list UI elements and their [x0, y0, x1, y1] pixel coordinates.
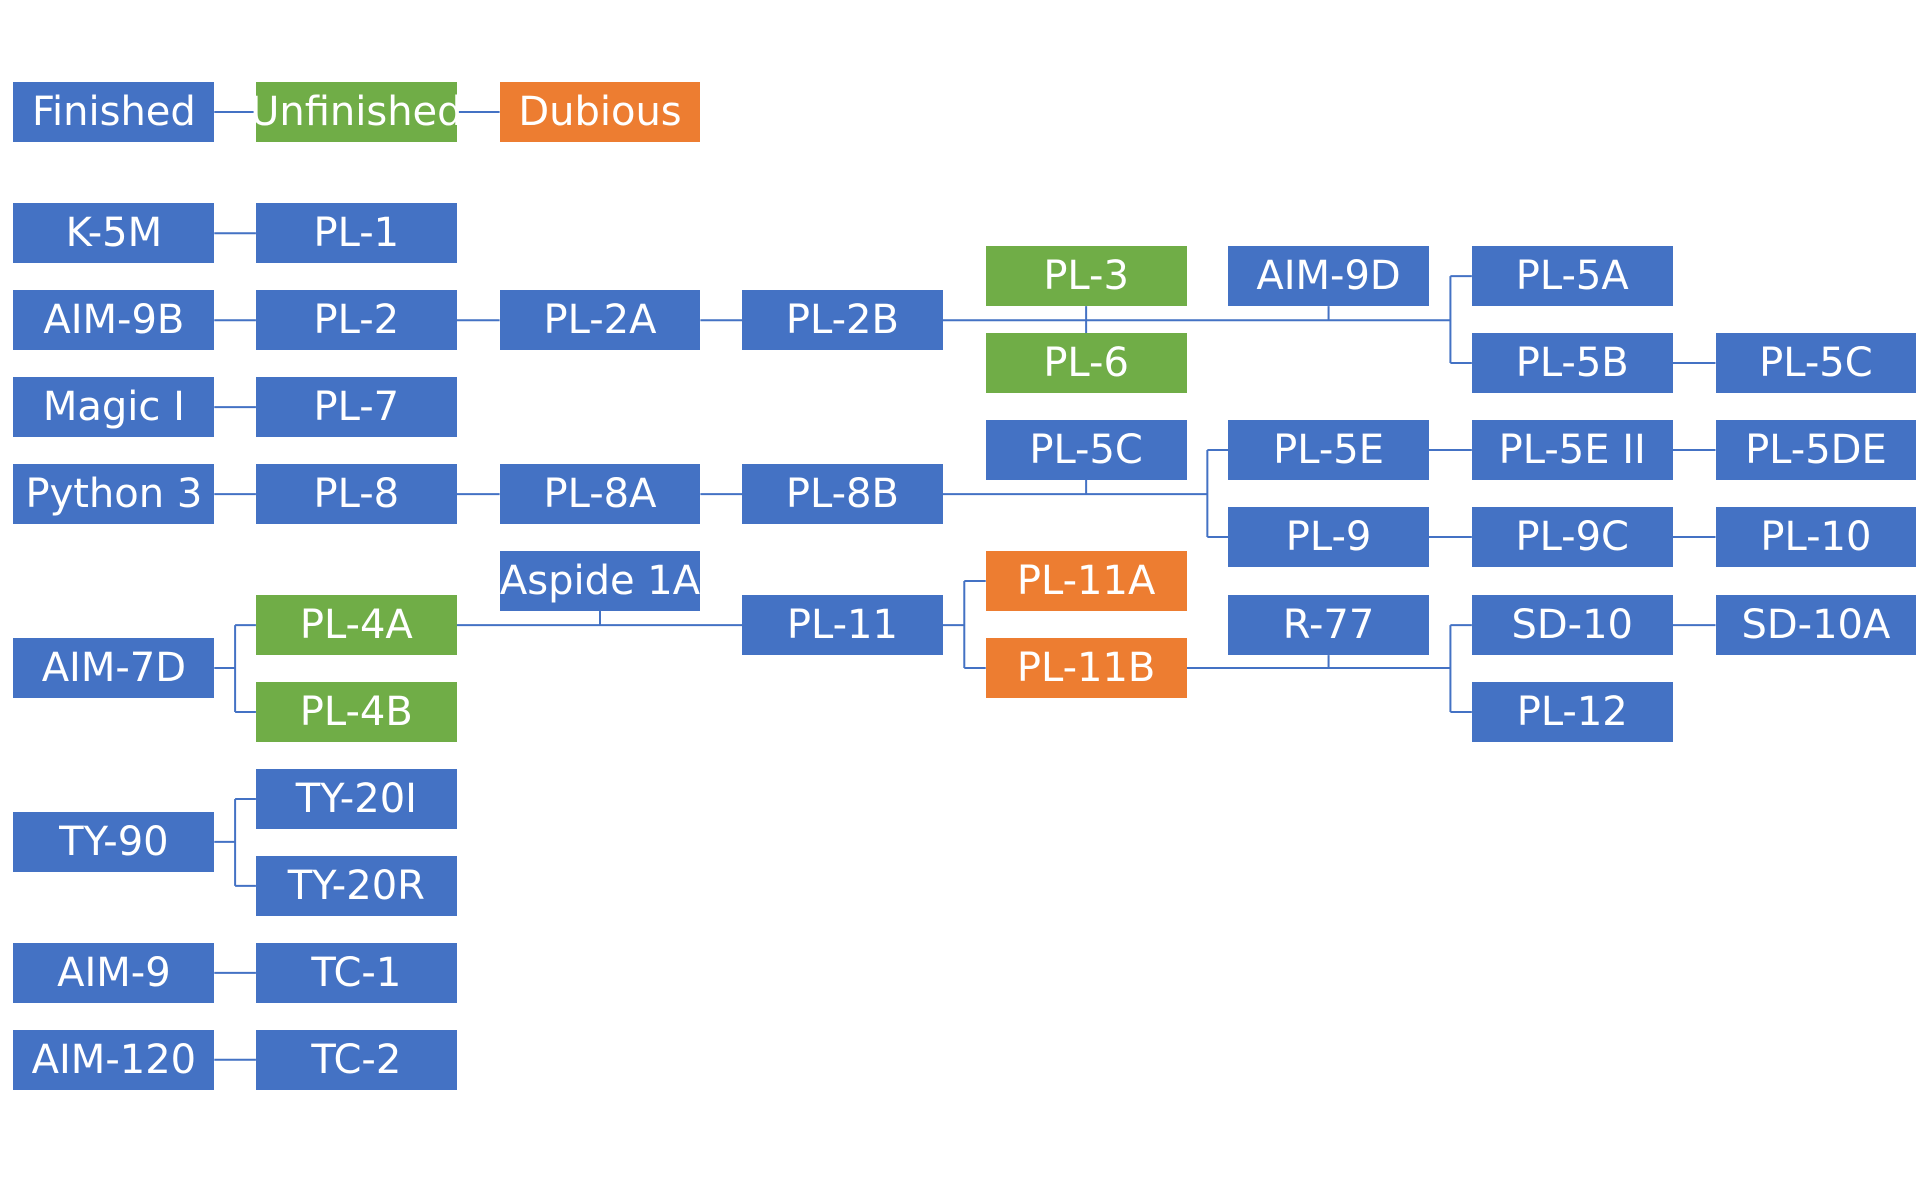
legend-dubious: Dubious — [499, 82, 701, 143]
node-tc-2: TC-2 — [255, 1029, 457, 1090]
node-pl-4a: PL-4A — [255, 595, 457, 656]
node-pl-4b: PL-4B — [255, 682, 457, 743]
node-pl-8b: PL-8B — [742, 464, 943, 525]
node-pl-5e-ii: PL-5E II — [1471, 420, 1673, 480]
node-aim-7d: AIM-7D — [13, 637, 215, 698]
node-pl-10: PL-10 — [1715, 506, 1917, 567]
node-pl-2: PL-2 — [255, 290, 457, 351]
node-pl-9c: PL-9C — [1471, 506, 1673, 567]
node-k-5m: K-5M — [13, 203, 215, 264]
node-pl-8: PL-8 — [255, 464, 457, 525]
node-pl-2b: PL-2B — [742, 290, 943, 351]
node-python-3: Python 3 — [13, 464, 215, 525]
node-pl-11a: PL-11A — [985, 551, 1187, 612]
node-pl-5de: PL-5DE — [1715, 420, 1917, 480]
node-ty-90: TY-90 — [13, 811, 215, 872]
node-r-77: R-77 — [1228, 595, 1429, 656]
node-pl-9: PL-9 — [1228, 506, 1429, 567]
node-tc-1: TC-1 — [255, 942, 457, 1003]
node-pl-5a: PL-5A — [1471, 246, 1673, 307]
node-aim-120: AIM-120 — [13, 1029, 215, 1090]
node-pl-11: PL-11 — [742, 595, 943, 656]
node-sd-10: SD-10 — [1471, 595, 1673, 656]
node-pl-5b: PL-5B — [1471, 333, 1673, 394]
node-sd-10a: SD-10A — [1715, 595, 1917, 656]
node-magic-i: Magic I — [13, 377, 215, 438]
node-pl-7: PL-7 — [255, 377, 457, 438]
node-pl-1: PL-1 — [255, 203, 457, 264]
node-pl-12: PL-12 — [1471, 682, 1673, 743]
node-pl-5e: PL-5E — [1228, 420, 1429, 480]
node-pl-8a: PL-8A — [499, 464, 701, 525]
node-aim-9b: AIM-9B — [13, 290, 215, 351]
legend-unfinished: Unfinished — [250, 82, 463, 143]
legend-finished: Finished — [13, 82, 215, 143]
node-pl-2a: PL-2A — [499, 290, 701, 351]
node-pl-11b: PL-11B — [985, 637, 1187, 698]
node-pl-6: PL-6 — [985, 333, 1187, 394]
node-aim-9: AIM-9 — [13, 942, 215, 1003]
node-ty-20r: TY-20R — [255, 855, 457, 916]
node-ty-20i: TY-20I — [255, 768, 457, 829]
node-aim-9d: AIM-9D — [1228, 246, 1429, 307]
node-aspide-1a: Aspide 1A — [499, 551, 701, 612]
node-pl-5c-lower: PL-5C — [985, 420, 1187, 480]
node-pl-5c-upper: PL-5C — [1715, 333, 1917, 394]
node-pl-3: PL-3 — [985, 246, 1187, 307]
